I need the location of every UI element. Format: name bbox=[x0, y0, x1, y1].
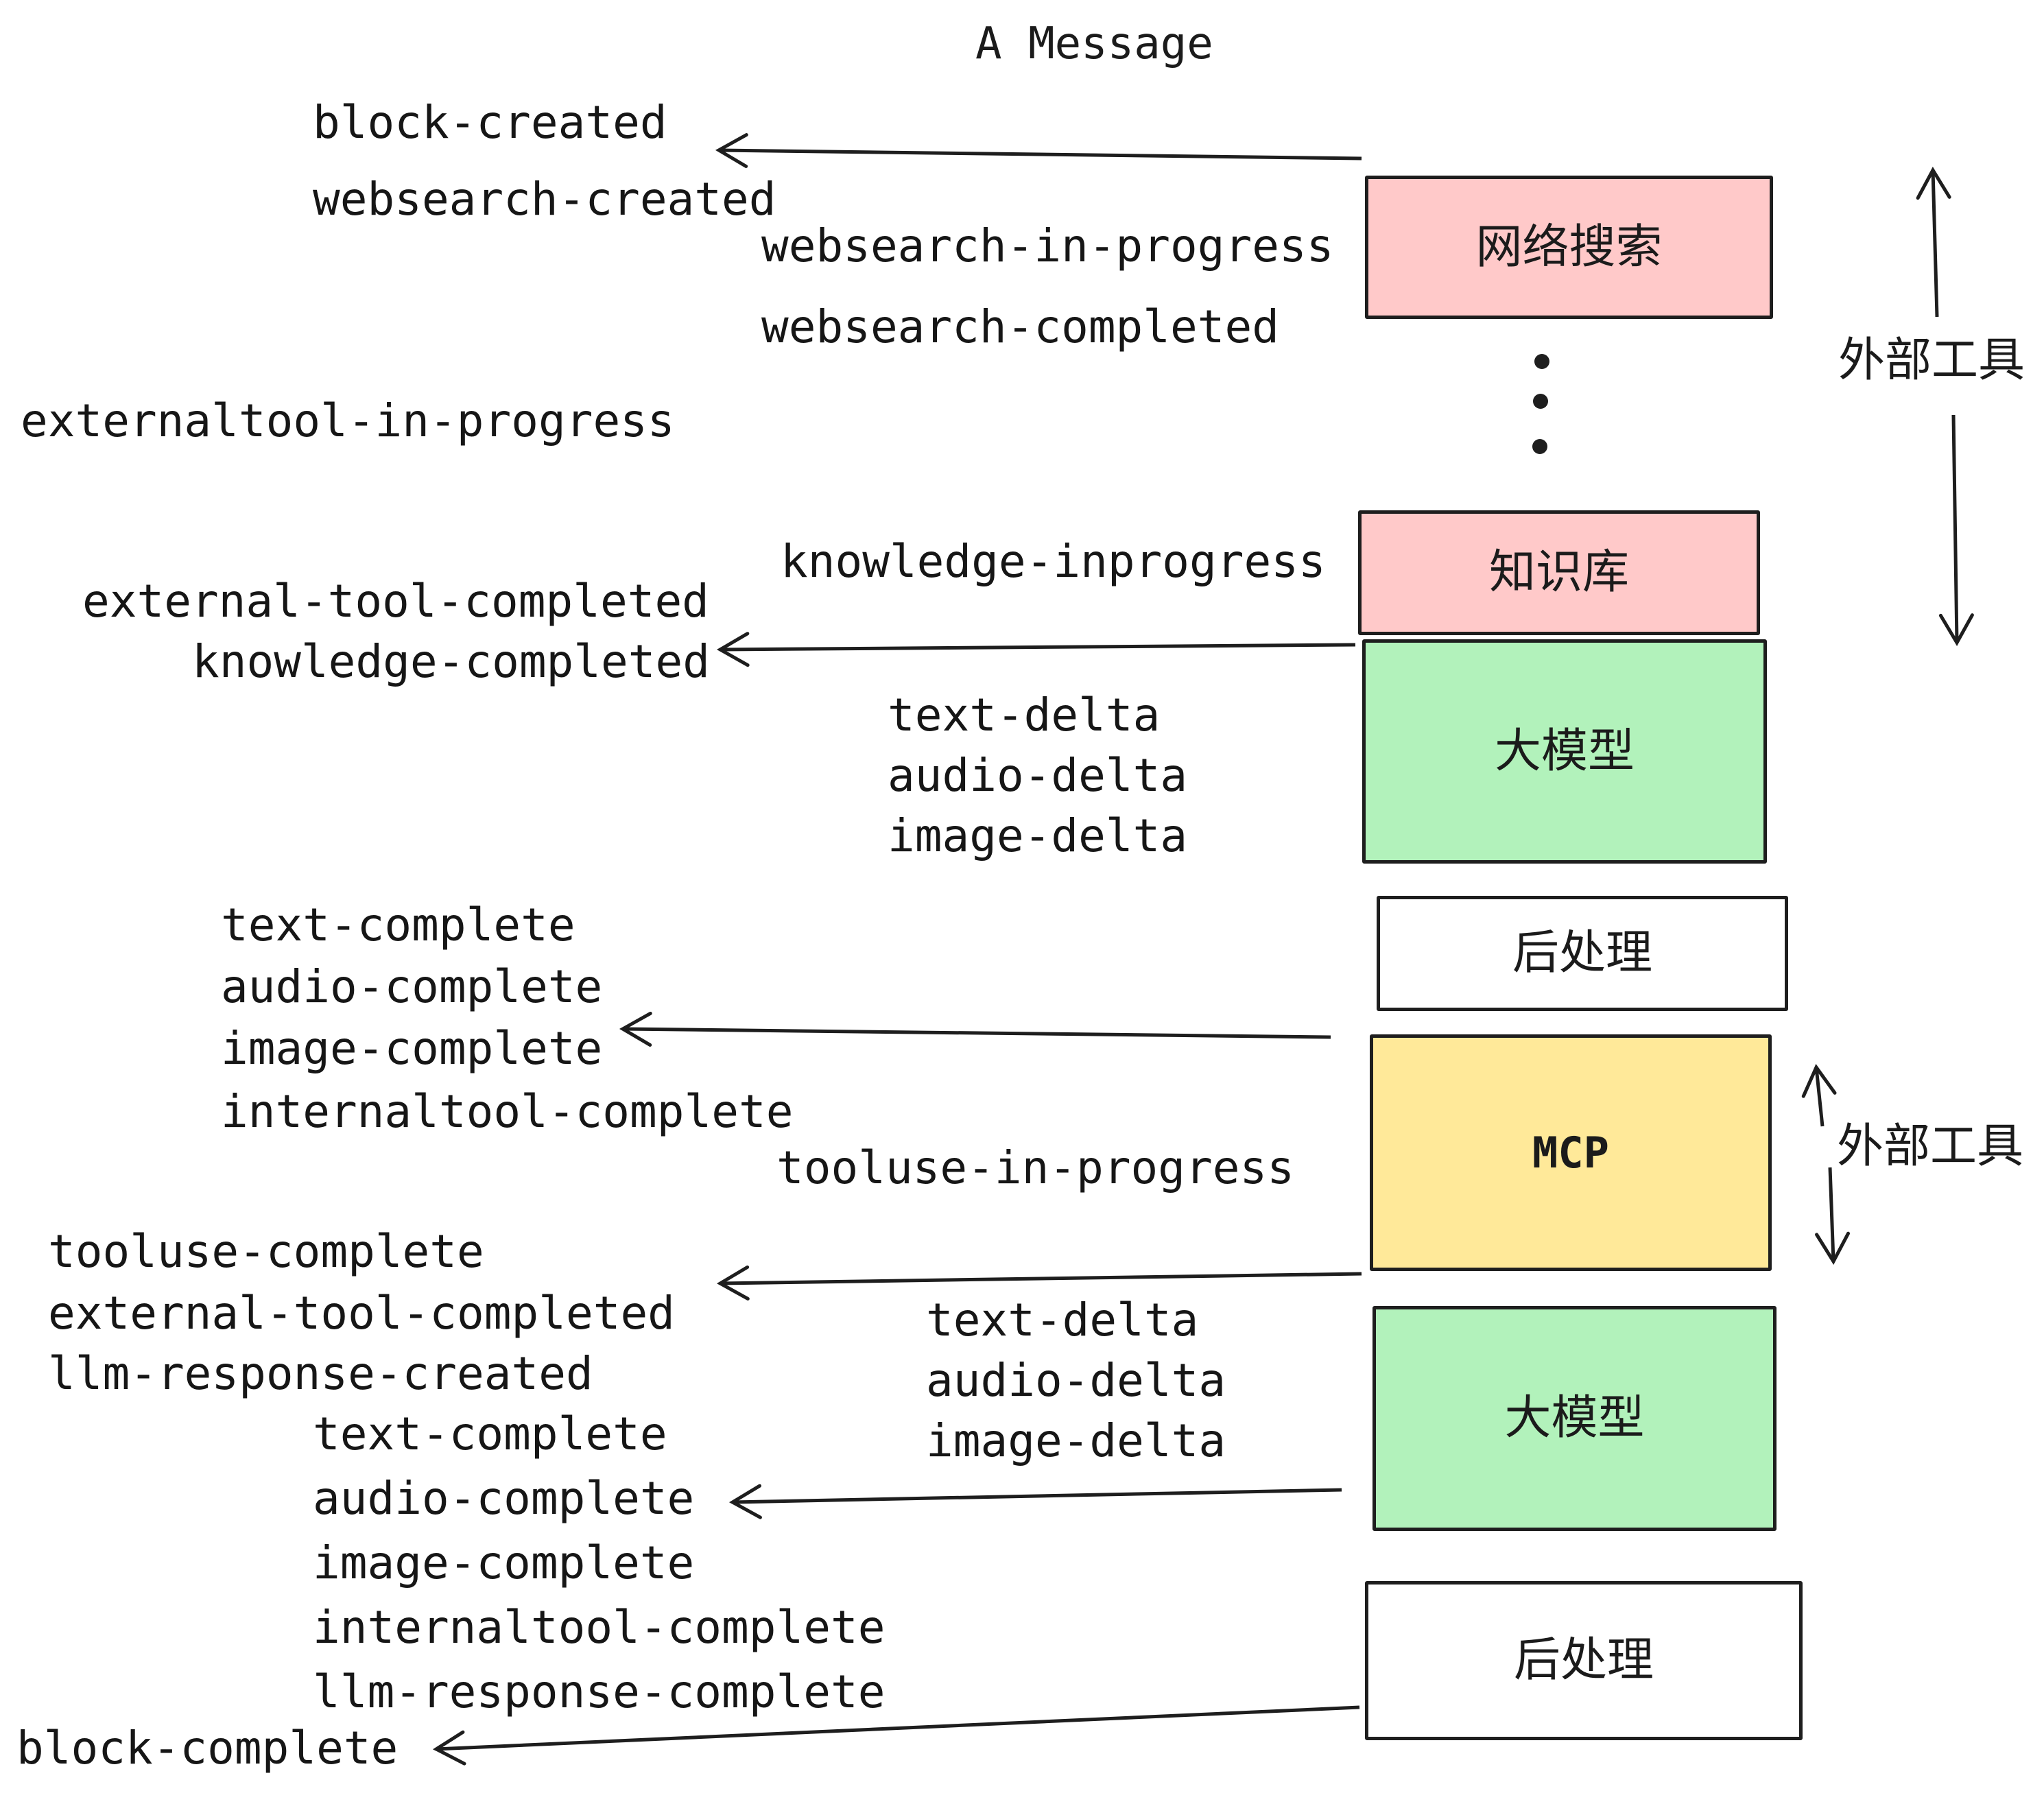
event-block-created: block-created bbox=[313, 96, 667, 149]
event-text-complete: text-complete bbox=[221, 899, 575, 951]
event-knowledge-inprogress: knowledge-inprogress bbox=[781, 535, 1326, 588]
event-llm-response-complete: llm-response-complete bbox=[313, 1665, 886, 1718]
event-internaltool-complete: internaltool-complete bbox=[221, 1085, 794, 1138]
node-llm-1-label: 大模型 bbox=[1494, 724, 1635, 779]
node-postprocess-1-label: 后处理 bbox=[1512, 926, 1652, 980]
event-external-tool-completed: external-tool-completed bbox=[82, 575, 709, 628]
event-text-delta: text-delta bbox=[888, 689, 1161, 741]
diagram-title: A Message bbox=[975, 19, 1213, 69]
event-audio-complete: audio-complete bbox=[221, 960, 603, 1013]
node-llm-1: 大模型 bbox=[1362, 639, 1767, 864]
vertical-ellipsis-icon bbox=[1532, 354, 1549, 454]
node-postprocess-2-label: 后处理 bbox=[1513, 1633, 1654, 1687]
arrow-tooluse-complete bbox=[716, 1265, 1362, 1301]
event-image-complete: image-complete bbox=[221, 1022, 603, 1075]
arrow-audio-complete bbox=[728, 1484, 1342, 1519]
event-text-complete-2: text-complete bbox=[313, 1408, 667, 1460]
event-audio-delta: audio-delta bbox=[888, 749, 1188, 802]
event-image-complete-2: image-complete bbox=[313, 1536, 695, 1589]
node-postprocess-2: 后处理 bbox=[1365, 1581, 1803, 1740]
event-tooluse-in-progress: tooluse-in-progress bbox=[776, 1141, 1294, 1194]
node-knowledge-label: 知识库 bbox=[1488, 545, 1629, 600]
event-block-complete: block-complete bbox=[16, 1722, 399, 1775]
event-externaltool-in-progress: externaltool-in-progress bbox=[21, 394, 675, 447]
arrow-mcp-external-up bbox=[1801, 1064, 1837, 1127]
event-text-delta-2: text-delta bbox=[926, 1294, 1199, 1346]
arrow-external-tools-up bbox=[1916, 166, 1951, 318]
event-websearch-created: websearch-created bbox=[313, 173, 776, 226]
event-llm-response-created: llm-response-created bbox=[48, 1347, 593, 1400]
arrow-image-complete bbox=[619, 1011, 1331, 1047]
node-llm-2-label: 大模型 bbox=[1504, 1391, 1645, 1445]
arrow-block-created bbox=[715, 133, 1362, 169]
arrow-knowledge-completed bbox=[716, 632, 1356, 667]
arrow-external-tools-down bbox=[1938, 414, 1974, 647]
event-audio-complete-2: audio-complete bbox=[313, 1472, 695, 1525]
side-label-external-tools-2: 外部工具 bbox=[1837, 1119, 2024, 1174]
node-mcp: MCP bbox=[1370, 1034, 1772, 1271]
side-label-external-tools-1: 外部工具 bbox=[1838, 333, 2025, 388]
node-knowledge-base: 知识库 bbox=[1358, 510, 1760, 635]
event-audio-delta-2: audio-delta bbox=[926, 1354, 1226, 1407]
arrow-mcp-external-down bbox=[1815, 1167, 1851, 1266]
event-image-delta: image-delta bbox=[888, 809, 1188, 862]
event-tooluse-complete: tooluse-complete bbox=[48, 1225, 484, 1278]
event-image-delta-2: image-delta bbox=[926, 1414, 1226, 1467]
event-internaltool-complete-2: internaltool-complete bbox=[313, 1601, 886, 1654]
event-knowledge-completed: knowledge-completed bbox=[192, 635, 710, 688]
event-websearch-completed: websearch-completed bbox=[761, 300, 1279, 353]
node-websearch: 网络搜索 bbox=[1365, 176, 1773, 319]
node-postprocess-1: 后处理 bbox=[1377, 896, 1788, 1011]
node-websearch-label: 网络搜索 bbox=[1475, 219, 1663, 274]
event-websearch-in-progress: websearch-in-progress bbox=[761, 219, 1334, 272]
event-external-tool-completed-2: external-tool-completed bbox=[48, 1287, 675, 1340]
node-llm-2: 大模型 bbox=[1372, 1306, 1776, 1531]
node-mcp-label: MCP bbox=[1532, 1127, 1609, 1178]
